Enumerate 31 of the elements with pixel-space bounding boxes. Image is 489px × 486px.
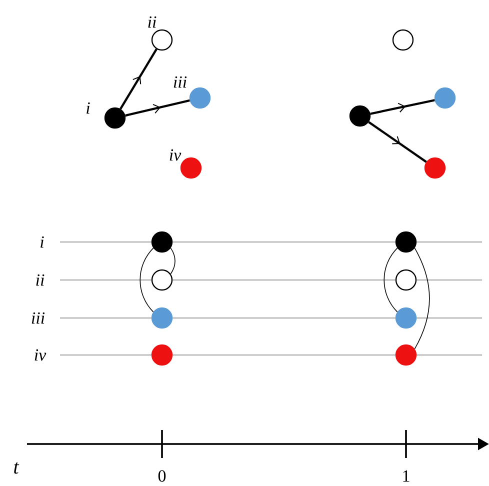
dot: [349, 105, 371, 127]
link-arc: [384, 248, 398, 312]
node-label: i: [86, 102, 90, 114]
node-label: ii: [148, 16, 156, 28]
tick-label: 1: [400, 469, 412, 483]
dot: [151, 231, 173, 253]
dot: [392, 29, 414, 51]
dot: [180, 157, 202, 179]
dot: [395, 269, 417, 291]
dot: [151, 29, 173, 51]
dot: [104, 107, 126, 129]
link-arc: [140, 248, 154, 312]
node-label: iv: [170, 149, 182, 161]
row-label: iv: [32, 348, 48, 362]
dot: [151, 344, 173, 366]
node-label: iii: [174, 76, 187, 88]
row-label: iii: [30, 311, 46, 325]
dot: [434, 87, 456, 109]
axis-label: t: [12, 461, 20, 475]
tick-label: 0: [156, 469, 168, 483]
dot: [395, 344, 417, 366]
dot: [395, 307, 417, 329]
row-label: i: [38, 235, 46, 249]
dot: [424, 157, 446, 179]
dot: [395, 231, 417, 253]
dot: [189, 87, 211, 109]
dot: [151, 307, 173, 329]
link-arc: [170, 248, 176, 274]
dot: [151, 269, 173, 291]
row-label: ii: [34, 273, 46, 287]
link-arc: [414, 248, 430, 350]
